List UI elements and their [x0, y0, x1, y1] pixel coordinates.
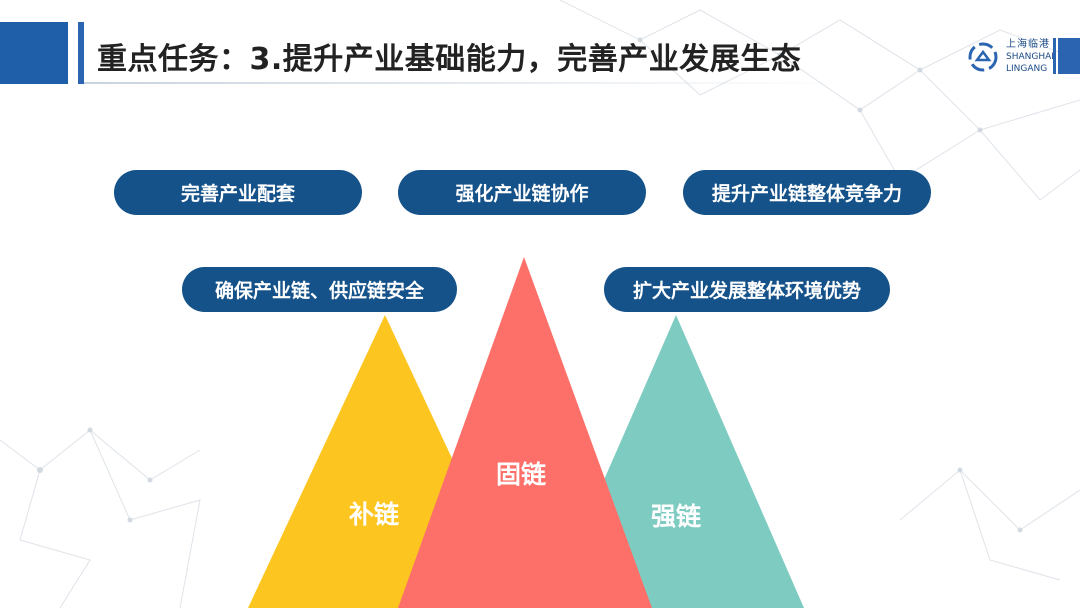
logo-en-2: LINGANG — [1006, 64, 1048, 74]
page-title: 重点任务：3.提升产业基础能力，完善产业发展生态 — [97, 42, 802, 77]
triangle-right-label: 强链 — [650, 502, 702, 531]
lingang-logo-icon — [968, 42, 998, 72]
pill-expand-environment-advantage: 扩大产业发展整体环境优势 — [604, 267, 890, 312]
pill-strengthen-collaboration: 强化产业链协作 — [398, 170, 646, 215]
company-logo: 上海临港 SHANGHAI LINGANG — [966, 38, 1080, 78]
pill-enhance-competitiveness: 提升产业链整体竞争力 — [683, 170, 931, 215]
logo-text: 上海临港 SHANGHAI LINGANG — [1006, 39, 1054, 75]
triangle-center-label: 固链 — [495, 460, 547, 489]
pill-ensure-supply-chain-security: 确保产业链、供应链安全 — [182, 267, 457, 312]
triangle-left-label: 补链 — [348, 500, 400, 529]
header-underline — [84, 82, 844, 84]
logo-bar — [1053, 38, 1056, 74]
logo-bar-block — [1058, 38, 1080, 74]
triangle-center — [398, 257, 652, 608]
logo-en-1: SHANGHAI — [1006, 52, 1054, 62]
pill-improve-supporting: 完善产业配套 — [114, 170, 362, 215]
header-accent-block — [0, 22, 68, 84]
header-accent-line — [78, 22, 84, 84]
logo-cn: 上海临港 — [1006, 39, 1050, 50]
